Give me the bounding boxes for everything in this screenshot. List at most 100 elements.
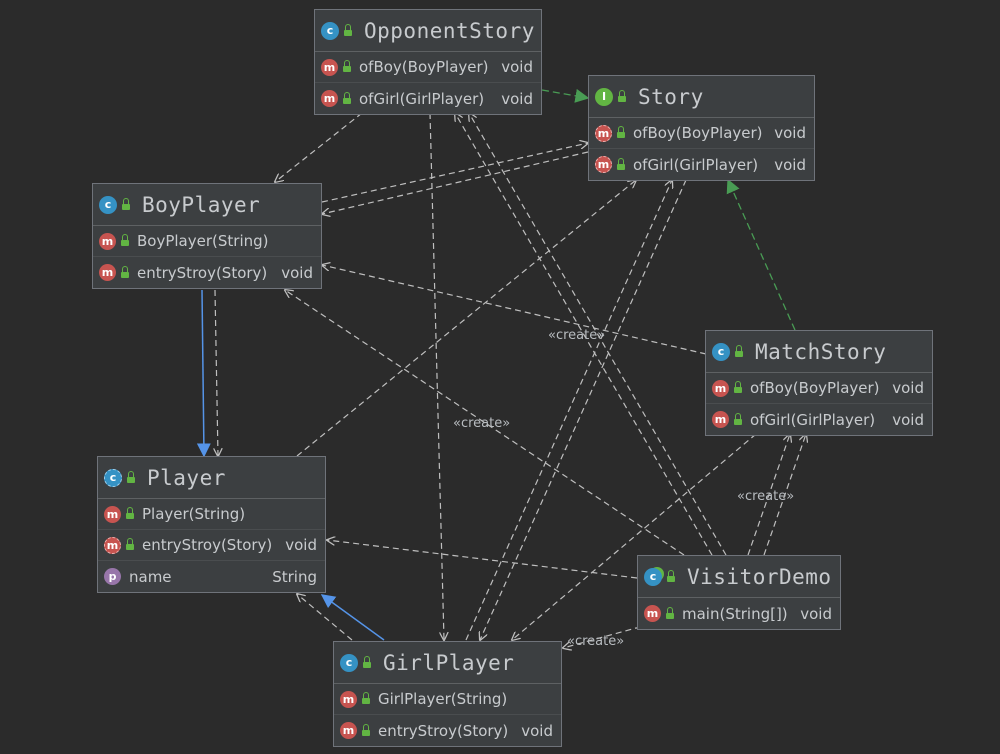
class-icon: c	[712, 342, 730, 361]
field-icon: p	[104, 568, 121, 585]
extends-boyplayer-player	[196, 289, 211, 458]
method-name: entryStroy(Story)	[142, 536, 273, 554]
method-icon: m	[340, 722, 357, 739]
method-return-type: void	[521, 721, 553, 740]
class-header: c MatchStory	[706, 331, 932, 373]
method-row[interactable]: m BoyPlayer(String)	[93, 226, 321, 257]
dep-visitordemo-matchstory-a	[747, 434, 790, 556]
method-icon: m	[644, 605, 661, 622]
method-icon: m	[99, 264, 116, 281]
dep-opponentstory-boyplayer	[275, 112, 363, 182]
class-icon: c	[321, 21, 339, 40]
public-lock-icon	[343, 60, 351, 72]
method-icon: m	[712, 411, 729, 428]
method-name: entryStroy(Story)	[378, 721, 509, 740]
method-row[interactable]: m ofGirl(GirlPlayer) void	[706, 404, 932, 435]
method-name: ofBoy(BoyPlayer)	[633, 124, 763, 142]
public-lock-icon	[735, 344, 743, 357]
method-name: BoyPlayer(String)	[137, 232, 269, 250]
class-name: MatchStory	[755, 339, 887, 364]
class-name: VisitorDemo	[687, 564, 832, 589]
dep-girlplayer-story	[465, 180, 672, 641]
public-lock-icon	[122, 197, 130, 210]
public-lock-icon	[127, 470, 135, 483]
method-name: main(String[])	[682, 604, 788, 623]
method-return-type: void	[892, 410, 924, 429]
public-lock-icon	[126, 538, 134, 550]
dep-visitordemo-player	[327, 540, 638, 579]
method-name: ofBoy(BoyPlayer)	[750, 379, 880, 397]
class-name: Story	[638, 84, 704, 109]
edge-label-create: «create»	[453, 416, 511, 431]
abstract-class-icon: c	[104, 468, 122, 487]
method-row[interactable]: m ofGirl(GirlPlayer) void	[315, 83, 541, 114]
dep-girlplayer-player	[297, 594, 353, 641]
abstract-class-player[interactable]: c Player m Player(String) m entryStroy(S…	[97, 456, 326, 593]
method-icon: m	[321, 58, 338, 76]
class-name: Player	[147, 465, 226, 490]
class-header: c Player	[98, 457, 325, 499]
method-icon: m	[321, 90, 338, 107]
method-name: ofGirl(GirlPlayer)	[633, 155, 759, 174]
interface-icon: I	[595, 87, 613, 106]
field-row[interactable]: p name String	[98, 561, 325, 592]
method-return-type: void	[800, 604, 832, 623]
edge-label-create: «create»	[548, 328, 606, 343]
dep-visitordemo-opponentstory-b	[469, 113, 727, 556]
public-lock-icon	[617, 126, 625, 138]
public-lock-icon	[126, 507, 134, 519]
method-return-type: void	[501, 89, 533, 108]
method-name: ofGirl(GirlPlayer)	[750, 410, 876, 429]
runnable-class-icon: c	[644, 567, 662, 586]
class-opponentstory[interactable]: c OpponentStory m ofBoy(BoyPlayer) void …	[314, 9, 542, 115]
dep-boyplayer-story	[321, 143, 588, 203]
public-lock-icon	[362, 723, 370, 736]
class-name: OpponentStory	[364, 18, 535, 43]
method-return-type: void	[281, 263, 313, 282]
method-row[interactable]: m entryStroy(Story) void	[334, 715, 561, 746]
realize-opponentstory-story	[541, 88, 590, 103]
method-icon: m	[104, 505, 121, 523]
public-lock-icon	[343, 91, 351, 104]
class-visitordemo[interactable]: c VisitorDemo m main(String[]) void	[637, 555, 841, 630]
field-name: name	[129, 567, 172, 586]
dep-player-story	[296, 180, 636, 457]
interface-story[interactable]: I Story m ofBoy(BoyPlayer) void m ofGirl…	[588, 75, 815, 181]
public-lock-icon	[363, 655, 371, 668]
method-row[interactable]: m ofGirl(GirlPlayer) void	[589, 149, 814, 180]
public-lock-icon	[344, 23, 352, 36]
dep-visitordemo-matchstory-b	[763, 434, 806, 556]
class-icon: c	[99, 195, 117, 214]
public-lock-icon	[734, 412, 742, 425]
abstract-method-icon: m	[595, 124, 612, 142]
method-row[interactable]: m entryStroy(Story) void	[98, 530, 325, 561]
edge-label-create: «create»	[737, 489, 795, 504]
method-row[interactable]: m ofBoy(BoyPlayer) void	[706, 373, 932, 404]
public-lock-icon	[667, 569, 675, 582]
method-row[interactable]: m ofBoy(BoyPlayer) void	[589, 118, 814, 149]
method-icon: m	[99, 232, 116, 250]
class-icon: c	[340, 653, 358, 672]
method-row[interactable]: m main(String[]) void	[638, 598, 840, 629]
edge-label-create: «create»	[567, 634, 625, 649]
dep-opponentstory-girlplayer	[429, 112, 444, 640]
class-boyplayer[interactable]: c BoyPlayer m BoyPlayer(String) m entryS…	[92, 183, 322, 289]
class-matchstory[interactable]: c MatchStory m ofBoy(BoyPlayer) void m o…	[705, 330, 933, 436]
method-row[interactable]: m ofBoy(BoyPlayer) void	[315, 52, 541, 83]
dep-matchstory-boyplayer	[322, 265, 707, 355]
method-row[interactable]: m entryStroy(Story) void	[93, 257, 321, 288]
method-name: ofGirl(GirlPlayer)	[359, 89, 485, 108]
class-header: c OpponentStory	[315, 10, 541, 52]
class-girlplayer[interactable]: c GirlPlayer m GirlPlayer(String) m entr…	[333, 641, 562, 747]
method-row[interactable]: m GirlPlayer(String)	[334, 684, 561, 715]
method-row[interactable]: m Player(String)	[98, 499, 325, 530]
method-name: Player(String)	[142, 505, 246, 523]
public-lock-icon	[362, 692, 370, 704]
public-lock-icon	[121, 234, 129, 246]
class-header: c GirlPlayer	[334, 642, 561, 684]
method-return-type: void	[285, 536, 317, 554]
public-lock-icon	[734, 381, 742, 393]
abstract-method-icon: m	[595, 156, 612, 173]
public-lock-icon	[617, 157, 625, 170]
method-return-type: void	[501, 58, 533, 76]
